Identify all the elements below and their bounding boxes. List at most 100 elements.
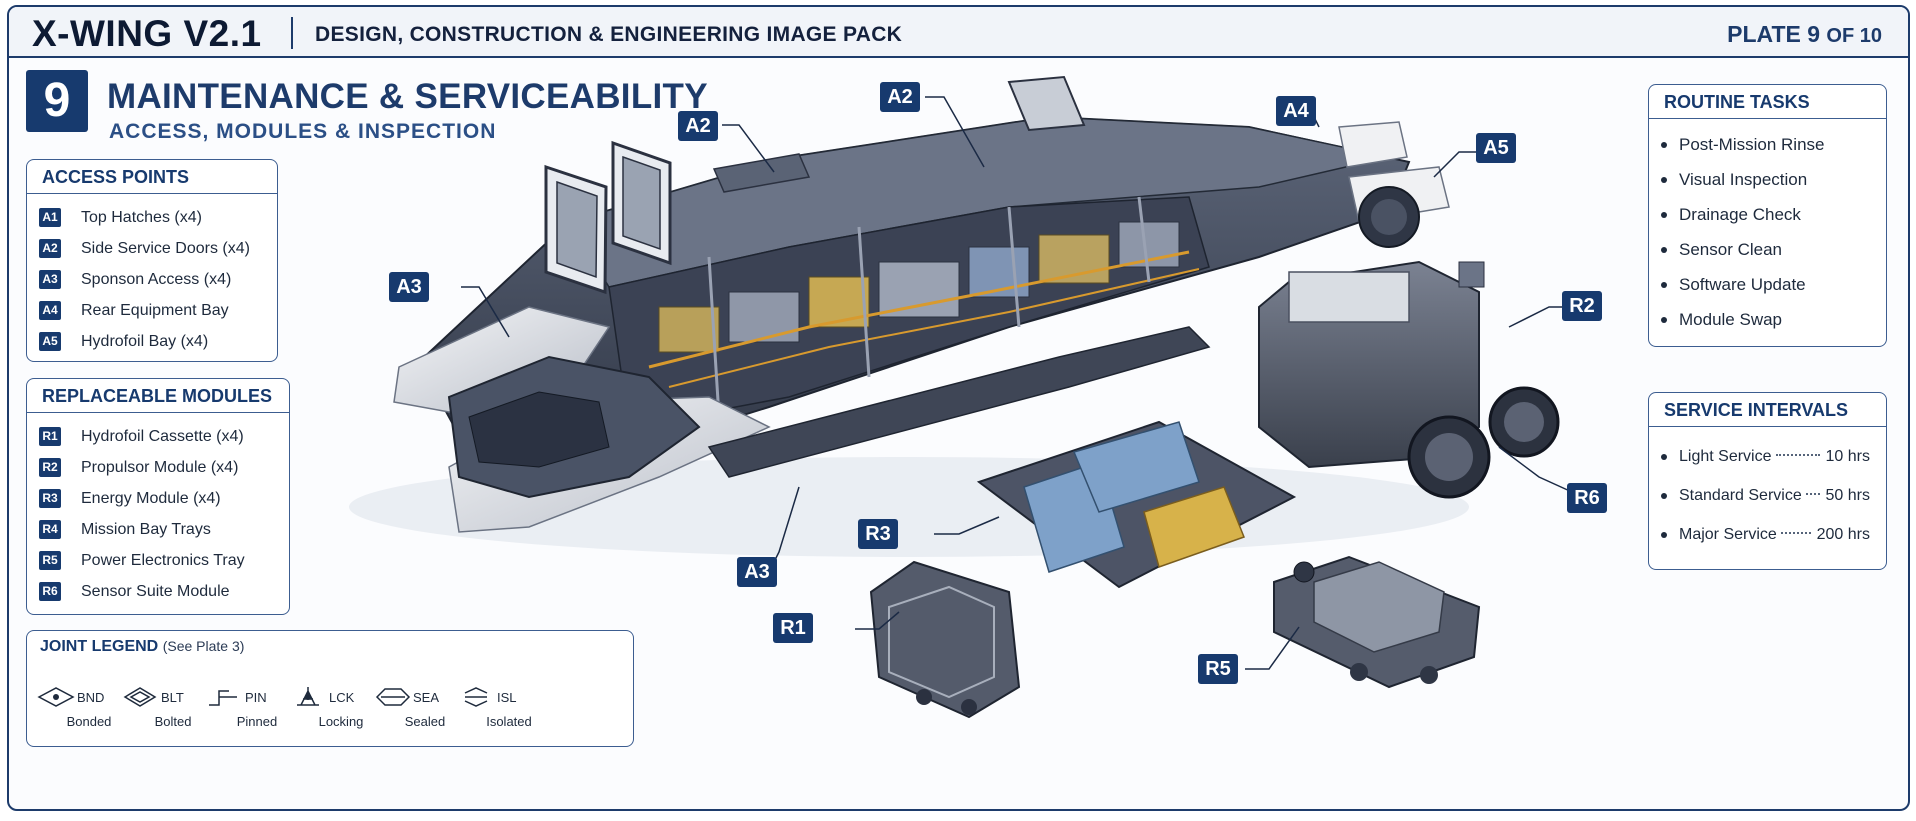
- bullet-dot: [1661, 492, 1667, 499]
- power-electronics-tray-r5: [1273, 555, 1481, 689]
- service-label: Standard Service: [1679, 486, 1802, 504]
- routine-task-item: Post-Mission Rinse: [1661, 127, 1886, 162]
- joint-item-sealed: SEA Sealed: [373, 683, 457, 731]
- routine-tasks-title: ROUTINE TASKS: [1649, 85, 1886, 119]
- callout-r3: R3: [858, 519, 898, 549]
- routine-tasks-panel: ROUTINE TASKS Post-Mission Rinse Visual …: [1648, 84, 1887, 347]
- open-hatches: [544, 75, 1086, 295]
- joint-code: BND: [77, 690, 105, 705]
- service-hours: 50 hrs: [1825, 486, 1870, 504]
- access-point-item: A5 Hydrofoil Bay (x4): [39, 326, 277, 357]
- routine-task-item: Sensor Clean: [1661, 232, 1886, 267]
- callout-a2-top: A2: [880, 82, 920, 112]
- plate-frame: X-WING V2.1 DESIGN, CONSTRUCTION & ENGIN…: [7, 5, 1910, 811]
- module-label: Sensor Suite Module: [81, 582, 230, 600]
- routine-task-label: Sensor Clean: [1679, 239, 1783, 259]
- module-item: R1 Hydrofoil Cassette (x4): [39, 421, 289, 452]
- module-label: Mission Bay Trays: [81, 520, 211, 538]
- joint-legend-title: JOINT LEGEND (See Plate 3): [27, 631, 633, 656]
- locking-joint-icon: [297, 687, 319, 706]
- joint-item-bolted: BLT Bolted: [121, 683, 205, 731]
- callout-r1: R1: [773, 613, 813, 643]
- callout-a4: A4: [1276, 96, 1316, 126]
- bolted-joint-icon: [123, 687, 157, 707]
- joint-name: Bolted: [154, 714, 192, 729]
- joint-legend-items: BND Bonded BLT Bolted PIN Pinned LCK Loc…: [37, 683, 541, 731]
- callout-r6: R6: [1567, 483, 1607, 513]
- module-item: R2 Propulsor Module (x4): [39, 452, 289, 483]
- bonded-joint-icon: [37, 687, 75, 707]
- module-tag: R5: [39, 551, 61, 570]
- routine-tasks-list: Post-Mission Rinse Visual Inspection Dra…: [1649, 119, 1886, 337]
- section-number: 9: [26, 70, 88, 132]
- section-subtitle: ACCESS, MODULES & INSPECTION: [109, 120, 497, 143]
- hydrofoil-cassette-r1: [869, 560, 1021, 719]
- routine-task-item: Software Update: [1661, 267, 1886, 302]
- module-tag: R6: [39, 582, 61, 601]
- header-divider: [291, 17, 293, 49]
- joint-item-isolated: ISL Isolated: [457, 683, 541, 731]
- module-tag: R3: [39, 489, 61, 508]
- joint-name: Bonded: [66, 714, 112, 729]
- joint-item-locking: LCK Locking: [289, 683, 373, 731]
- joint-name: Sealed: [404, 714, 446, 729]
- joint-item-bonded: BND Bonded: [37, 683, 121, 731]
- pack-subtitle: DESIGN, CONSTRUCTION & ENGINEERING IMAGE…: [315, 23, 903, 46]
- access-label: Hydrofoil Bay (x4): [81, 332, 209, 350]
- access-tag: A4: [39, 301, 61, 320]
- bullet-dot: [1661, 246, 1667, 253]
- access-label: Sponson Access (x4): [81, 270, 232, 288]
- joint-code: LCK: [329, 690, 355, 705]
- joint-code: PIN: [245, 690, 267, 705]
- module-item: R6 Sensor Suite Module: [39, 576, 289, 607]
- joint-item-pinned: PIN Pinned: [205, 683, 289, 731]
- bullet-dot: [1661, 316, 1667, 323]
- access-tag: A1: [39, 208, 61, 227]
- routine-task-label: Module Swap: [1679, 309, 1783, 329]
- front-grille: [468, 391, 610, 468]
- service-hours: 200 hrs: [1816, 525, 1870, 543]
- routine-task-item: Visual Inspection: [1661, 162, 1886, 197]
- brand-title: X-WING V2.1: [32, 13, 262, 54]
- access-tag: A5: [39, 332, 61, 351]
- service-interval-item: Major Service 200 hrs: [1661, 515, 1886, 554]
- routine-task-label: Post-Mission Rinse: [1679, 134, 1825, 154]
- module-label: Hydrofoil Cassette (x4): [81, 427, 244, 445]
- energy-module-r3: [976, 420, 1297, 589]
- service-label: Light Service: [1679, 447, 1772, 465]
- callout-r2: R2: [1562, 291, 1602, 321]
- access-label: Top Hatches (x4): [81, 208, 202, 226]
- callout-a3-left: A3: [389, 272, 429, 302]
- dot-leader: [1775, 453, 1820, 456]
- module-tag: R1: [39, 427, 61, 446]
- access-points-list: A1 Top Hatches (x4) A2 Side Service Doors …: [27, 194, 277, 357]
- joint-name: Pinned: [236, 714, 278, 729]
- access-tag: A2: [39, 239, 61, 258]
- joint-name: Isolated: [486, 714, 532, 729]
- service-intervals-title: SERVICE INTERVALS: [1649, 393, 1886, 427]
- dot-leader: [1805, 492, 1820, 495]
- header-bar: X-WING V2.1 DESIGN, CONSTRUCTION & ENGIN…: [9, 7, 1908, 58]
- module-label: Propulsor Module (x4): [81, 458, 239, 476]
- pinned-joint-icon: [209, 690, 237, 706]
- isolated-joint-icon: [464, 687, 488, 707]
- bullet-dot: [1661, 176, 1667, 183]
- service-label: Major Service: [1679, 525, 1777, 543]
- routine-task-label: Drainage Check: [1679, 204, 1801, 224]
- module-tag: R2: [39, 458, 61, 477]
- propulsor-module-r2: [1258, 260, 1560, 499]
- access-point-item: A2 Side Service Doors (x4): [39, 233, 277, 264]
- replaceable-modules-list: R1 Hydrofoil Cassette (x4) R2 Propulsor Mo…: [27, 413, 289, 607]
- joint-name: Locking: [318, 714, 364, 729]
- routine-task-label: Visual Inspection: [1679, 169, 1808, 189]
- access-label: Side Service Doors (x4): [81, 239, 250, 257]
- access-point-item: A1 Top Hatches (x4): [39, 202, 277, 233]
- routine-task-item: Drainage Check: [1661, 197, 1886, 232]
